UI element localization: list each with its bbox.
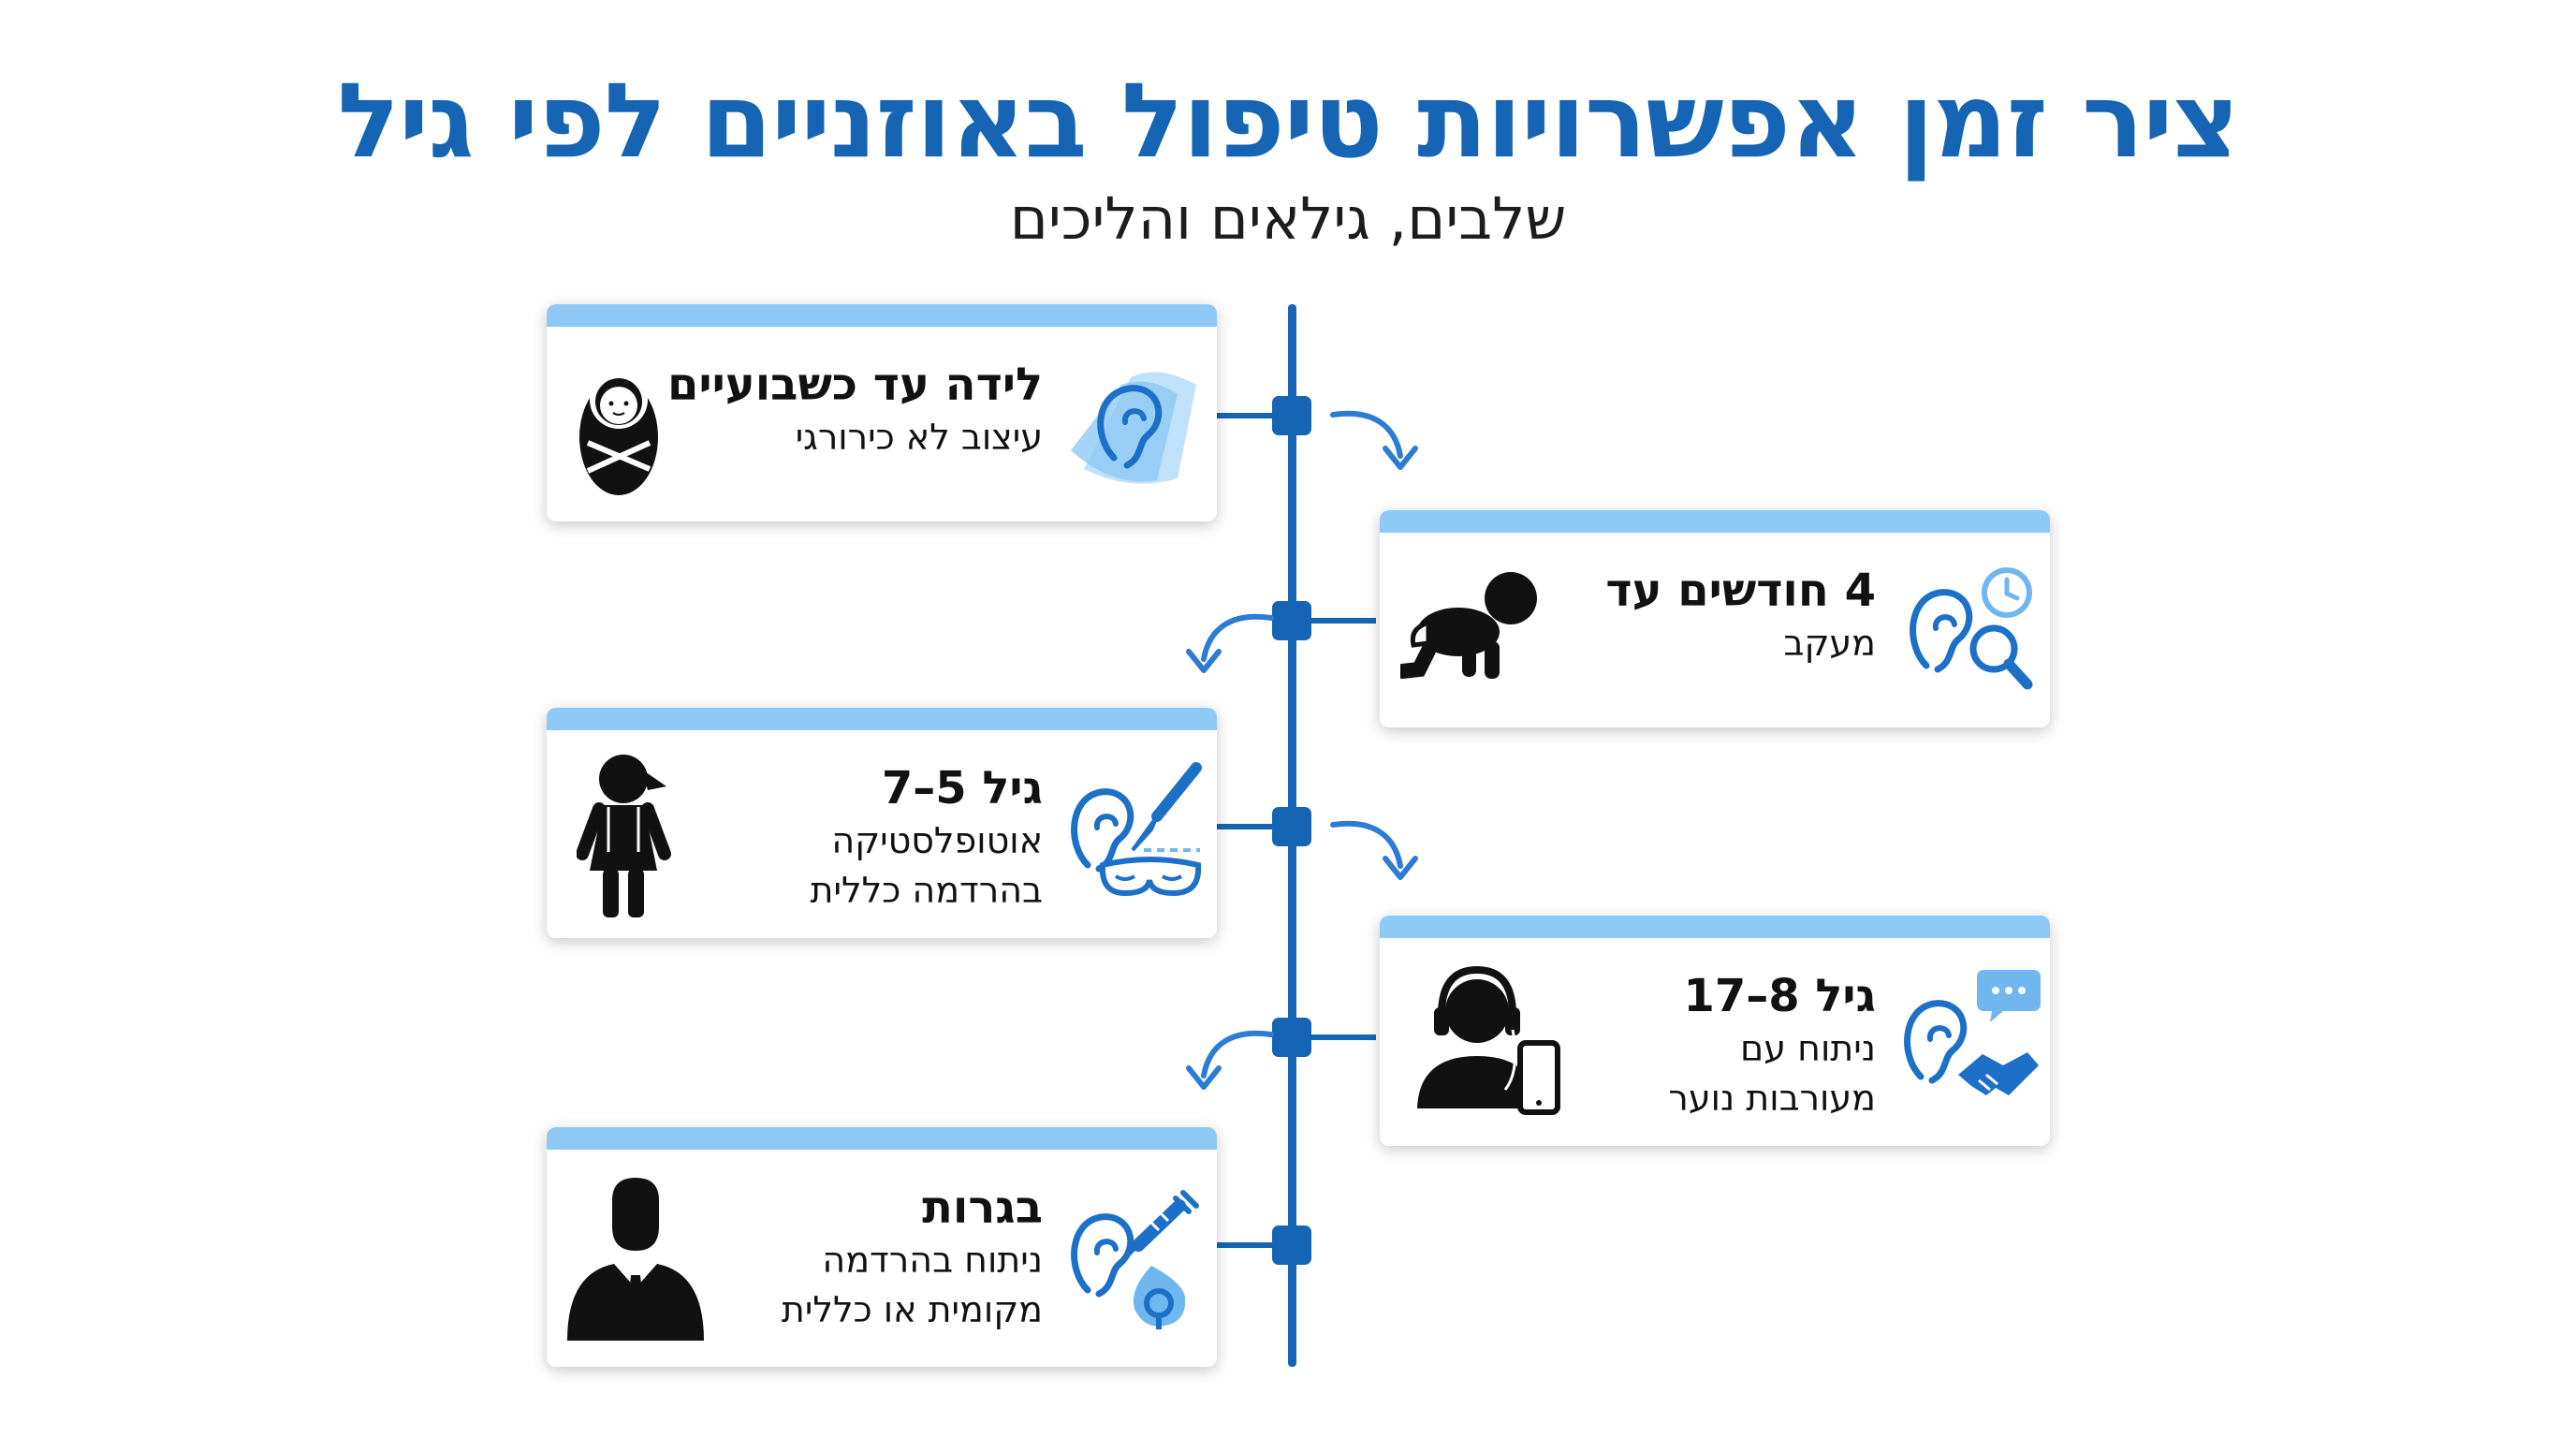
- stage-title: בגרות: [922, 1181, 1043, 1234]
- stage-line: ניתוח בהרדמה: [822, 1240, 1043, 1281]
- page-subtitle: שלבים, גילאים והליכים: [1009, 184, 1567, 253]
- timeline-node-5: [1272, 1225, 1311, 1265]
- stage-text-3: גיל 5–7 אוטופלסטיקה בהרדמה כללית: [811, 760, 1043, 916]
- stage-text-2: 4 חודשים עד מעקב: [1605, 563, 1876, 668]
- page-title: ציר זמן אפשרויות טיפול באוזניים לפי גיל: [337, 61, 2239, 181]
- stage-title: גיל 8–17: [1683, 970, 1876, 1022]
- stage-line: מעורבות נוער: [1668, 1078, 1876, 1120]
- stage-line: בהרדמה כללית: [810, 870, 1043, 912]
- card-accent-strip: [1380, 916, 2050, 938]
- stage-line: עיצוב לא כירורגי: [795, 417, 1043, 458]
- curved-arrow-right-3: [1330, 820, 1418, 880]
- card-accent-strip: [547, 304, 1217, 327]
- connector-5: [1217, 1242, 1275, 1248]
- stage-card-4: גיל 8–17 ניתוח עם מעורבות נוער: [1380, 916, 2050, 1146]
- stage-line: אוטופלסטיקה: [831, 820, 1043, 861]
- stage-line: מעקב: [1783, 623, 1876, 664]
- timeline-node-3: [1272, 807, 1311, 846]
- ear-monitoring-clock-magnifier-icon: [1910, 567, 2033, 690]
- card-accent-strip: [547, 1127, 1217, 1150]
- ear-syringe-anesthesia-icon: [1071, 1190, 1199, 1329]
- curved-arrow-left-4: [1186, 1030, 1274, 1090]
- stage-card-3: גיל 5–7 אוטופלסטיקה בהרדמה כללית: [547, 708, 1217, 938]
- adult-man-suit-icon: [567, 1178, 704, 1341]
- stage-title: לידה עד כשבועיים: [667, 359, 1043, 411]
- timeline-node-4: [1272, 1018, 1311, 1057]
- swaddled-baby-icon: [579, 371, 658, 495]
- ear-molding-icon: [1071, 372, 1196, 484]
- card-accent-strip: [547, 708, 1217, 730]
- stage-line: מקומית או כללית: [781, 1289, 1043, 1331]
- connector-4: [1309, 1034, 1376, 1040]
- connector-1: [1217, 413, 1275, 418]
- stage-title: 4 חודשים עד: [1605, 565, 1876, 617]
- timeline-node-1: [1272, 396, 1311, 435]
- connector-3: [1217, 824, 1275, 829]
- stage-card-1: לידה עד כשבועיים עיצוב לא כירורגי: [547, 304, 1217, 521]
- stage-text-5: בגרות ניתוח בהרדמה מקומית או כללית: [782, 1180, 1043, 1335]
- curved-arrow-left-2: [1186, 613, 1274, 673]
- ear-chat-handshake-icon: [1904, 970, 2041, 1095]
- stage-text-4: גיל 8–17 ניתוח עם מעורבות נוער: [1668, 968, 1876, 1123]
- stage-title: גיל 5–7: [881, 762, 1043, 814]
- timeline-node-2: [1272, 601, 1311, 640]
- ear-scalpel-sleep-mask-icon: [1071, 762, 1202, 897]
- stage-card-2: 4 חודשים עד מעקב: [1380, 510, 2050, 727]
- stage-card-5: בגרות ניתוח בהרדמה מקומית או כללית: [547, 1127, 1217, 1367]
- stage-text-1: לידה עד כשבועיים עיצוב לא כירורגי: [667, 357, 1043, 462]
- child-girl-icon: [577, 755, 671, 917]
- curved-arrow-right-1: [1330, 410, 1418, 470]
- crawling-baby-icon: [1400, 572, 1537, 679]
- stage-line: ניתוח עם: [1740, 1028, 1876, 1069]
- connector-2: [1309, 618, 1376, 624]
- card-accent-strip: [1380, 510, 2050, 533]
- teen-headphones-phone-icon: [1417, 965, 1560, 1115]
